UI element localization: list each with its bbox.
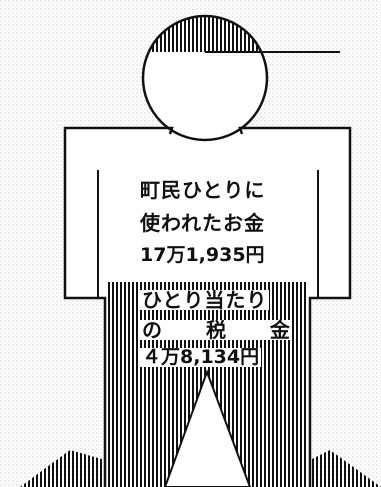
tax-label-kin: 金 [269, 318, 290, 342]
total-value: 17万1,935円 [140, 244, 265, 266]
tax-label-line1: ひとり当たり [140, 288, 270, 312]
right-foot-stripes [310, 450, 381, 487]
left-foot-stripes [20, 450, 105, 487]
tax-label-zei: 税 [205, 318, 226, 342]
tax-label-line2: の 税 金 [140, 320, 292, 340]
figure-head-outline [141, 14, 269, 142]
total-label-line1: 町民ひとりに [140, 178, 266, 202]
tax-label-no: の [142, 318, 162, 342]
leg-gap [163, 369, 252, 487]
tax-value: ４万8,134円 [140, 346, 262, 368]
total-label-line2: 使われたお金 [140, 211, 265, 235]
